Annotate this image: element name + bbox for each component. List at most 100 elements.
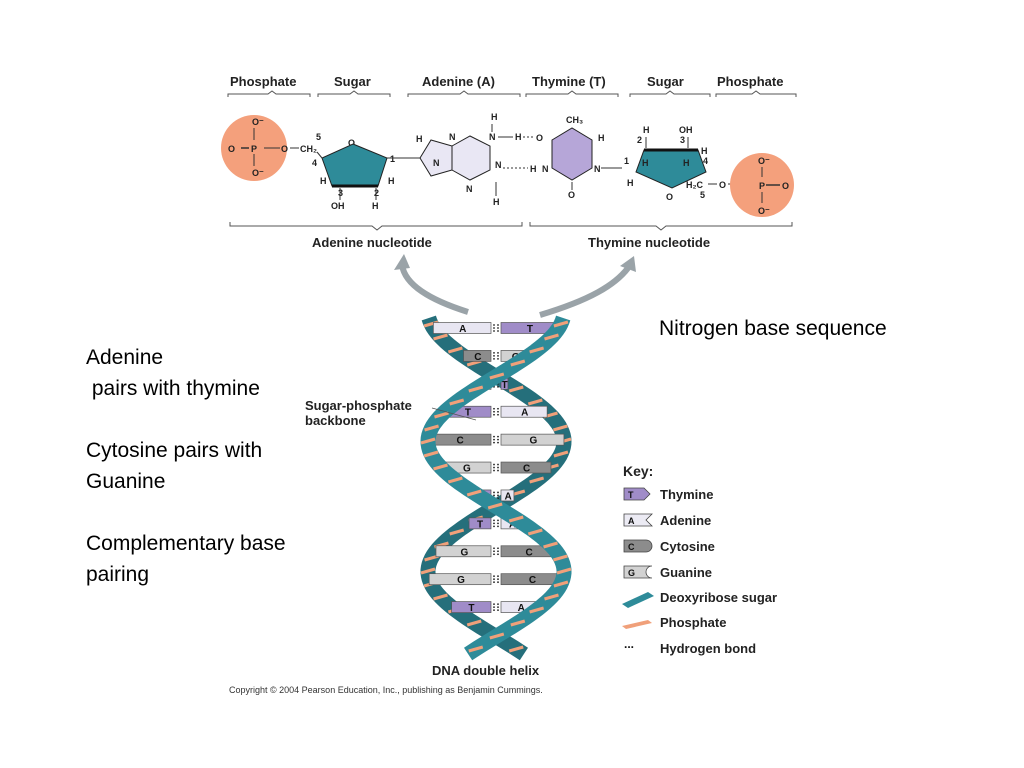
atom-p: P: [759, 181, 765, 191]
hydrogen-bond-dot: [493, 519, 495, 522]
phosphate-stripe: [508, 515, 524, 523]
hydrogen-bond-dot: [493, 603, 495, 605]
base-G: [435, 545, 492, 558]
hydrogen-bond-dot: [493, 358, 495, 360]
key-label-thymine: Thymine: [660, 487, 714, 502]
atom-num-3: 3: [680, 135, 685, 145]
phosphate-stripe: [434, 411, 449, 419]
label-dna-double-helix: DNA double helix: [432, 663, 540, 678]
header-phosphate-left: Phosphate: [230, 74, 297, 89]
hydrogen-bond-dot: [493, 469, 495, 472]
atom-num-1: 1: [390, 154, 395, 164]
atom-h: H: [320, 176, 327, 186]
phosphate-stripe: [527, 528, 543, 536]
atom-h: H: [643, 125, 650, 135]
base-C: [500, 461, 552, 474]
key-swatch-phosphate: [622, 620, 652, 629]
nucleotide-brackets: [229, 222, 793, 231]
phosphate-stripe: [529, 606, 545, 614]
base-label-T: T: [468, 603, 474, 614]
header-sugar-right: Sugar: [647, 74, 684, 89]
phosphate-stripe: [529, 476, 545, 484]
atom-ch3: CH₃: [566, 115, 583, 125]
hydrogen-bond-dot: [497, 603, 499, 605]
phosphate-stripe: [544, 333, 559, 341]
hydrogen-bond-dot: [497, 385, 499, 388]
hydrogen-bond-dot: [497, 609, 499, 611]
atom-h: H: [627, 178, 634, 188]
base-label-T: T: [501, 380, 507, 391]
label-sugar-phosphate-backbone: Sugar-phosphate backbone: [305, 398, 412, 428]
hydrogen-bond-dot: [497, 413, 499, 416]
atom-ch2: CH₂: [300, 144, 317, 154]
phosphate-stripe: [544, 593, 559, 601]
atom-num-2: 2: [637, 135, 642, 145]
nucleotide-structure-diagram: O⁻ O P O⁻ O CH₂ 5 4 H H O 1 H H 3 2 OH H…: [221, 90, 797, 318]
atom-h: H: [493, 197, 500, 207]
hydrogen-bond-dot: [497, 327, 499, 329]
hydrogen-bond-dot: [493, 575, 495, 578]
base-label-A: A: [459, 324, 466, 335]
hydrogen-bond-dot: [493, 327, 495, 329]
key-swatch-a: A: [628, 516, 635, 526]
hydrogen-bond-dot: [497, 407, 499, 410]
phosphate-stripe: [423, 450, 439, 458]
atom-h: H: [530, 164, 537, 174]
hydrogen-bond-dot: [497, 578, 499, 581]
hydrogen-bond-dot: [493, 609, 495, 611]
atom-o: O: [568, 190, 575, 200]
hydrogen-bond-dot: [493, 522, 495, 525]
note-complementary-line1: Complementary base: [86, 532, 286, 555]
key-label-adenine: Adenine: [660, 513, 712, 528]
base-A: [500, 489, 515, 502]
phosphate-stripe: [529, 346, 545, 354]
header-brackets: [227, 90, 797, 97]
atom-o: O: [536, 133, 543, 143]
base-label-A: A: [504, 491, 511, 502]
phosphate-stripe: [553, 580, 569, 588]
arrow-left: [399, 264, 469, 315]
atom-n: N: [466, 184, 473, 194]
note-cytosine-line1: Cytosine pairs with: [86, 439, 263, 462]
phosphate-stripe: [527, 398, 543, 406]
atom-o: O: [281, 144, 288, 154]
atom-num-2: 2: [374, 188, 379, 198]
base-label-G: G: [529, 436, 537, 447]
hydrogen-bond-dot: [493, 330, 495, 332]
atom-h: H: [388, 176, 395, 186]
hydrogen-bond-dot: [497, 330, 499, 332]
key-label-cytosine: Cytosine: [660, 539, 715, 554]
hydrogen-bond-dot: [497, 469, 499, 472]
header-sugar-left: Sugar: [334, 74, 371, 89]
atom-num-3: 3: [338, 188, 343, 198]
atom-n: N: [489, 132, 496, 142]
base-label-G: G: [463, 464, 471, 475]
phosphate-stripe: [466, 489, 482, 497]
atom-n: N: [433, 158, 440, 168]
label-thymine-nucleotide: Thymine nucleotide: [588, 235, 711, 250]
atom-p: P: [251, 144, 257, 154]
hydrogen-bond-dot: [497, 438, 499, 441]
hydrogen-bond-dot: [497, 553, 499, 556]
hydrogen-bond-dot: [497, 525, 499, 528]
base-T: [468, 517, 492, 530]
base-label-T: T: [477, 519, 483, 530]
base-C: [463, 350, 492, 362]
base-T: [451, 601, 492, 613]
hydrogen-bond-dot: [493, 413, 495, 416]
atom-num-4: 4: [703, 156, 708, 166]
atom-h: H: [598, 133, 605, 143]
atom-oh: OH: [331, 201, 345, 211]
hydrogen-bond-dot: [493, 550, 495, 553]
note-adenine-line1: Adenine: [86, 346, 164, 369]
atom-o: O: [228, 144, 235, 154]
base-label-C: C: [523, 464, 530, 475]
phosphate-stripe: [508, 645, 524, 653]
hydrogen-bond-dot: [497, 581, 499, 584]
hydrogen-bond-dot: [493, 438, 495, 441]
atom-oh: OH: [679, 125, 693, 135]
hydrogen-bond-dot: [493, 525, 495, 528]
atom-h: H: [491, 112, 498, 122]
key-swatch-sugar: [622, 592, 654, 608]
